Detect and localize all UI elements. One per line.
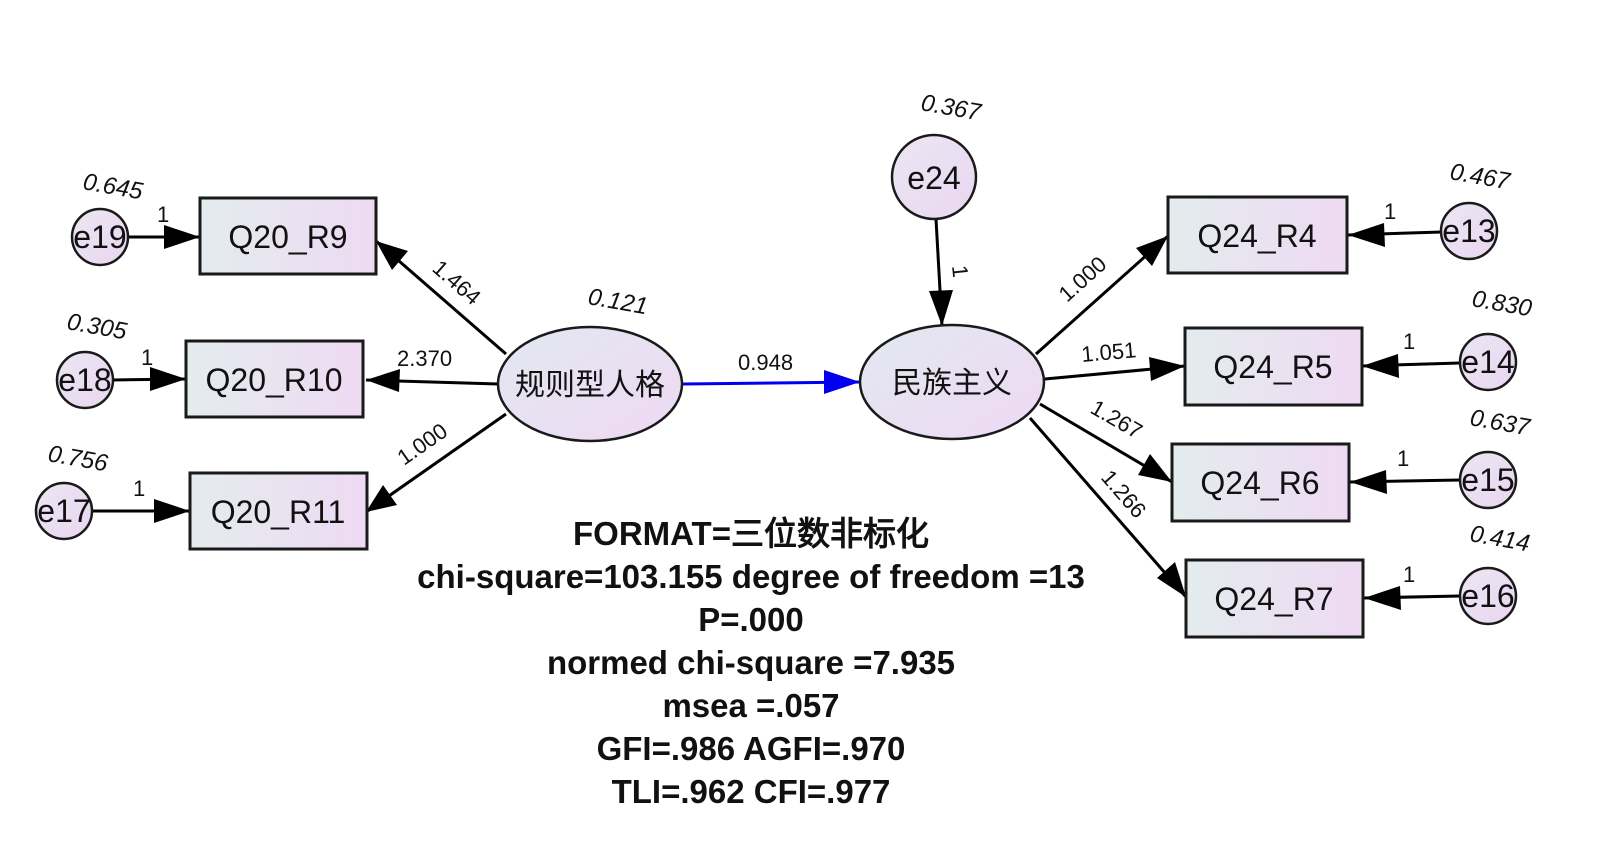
variance-e18: 0.305 [65,308,129,345]
fixed-one-e19: 1 [157,202,169,227]
arrowhead [824,370,860,394]
observed-q20-r11: Q20_R11 [188,471,369,551]
observed-q24-r4: Q24_R4 [1166,195,1349,275]
observed-q24-r5: Q24_R5 [1183,326,1364,407]
arrowhead [366,369,400,392]
loading-q24-r4: 1.000 [1054,251,1112,306]
latent-right: 民族主义 [858,323,1046,441]
error-e14: e14 [1458,332,1518,392]
e16-label: e16 [1461,578,1514,614]
arrowhead [1362,354,1399,378]
disturbance-path [929,218,953,327]
stats-chi-square: chi-square=103.155 degree of freedom =13 [417,558,1085,595]
right-error-paths [1347,223,1461,610]
arrowhead [929,290,953,326]
observed-q24-r6: Q24_R6 [1170,442,1351,523]
variance-e16: 0.414 [1468,520,1532,557]
latent-left-label: 规则型人格 [515,368,665,403]
fixed-one-e16: 1 [1403,562,1415,587]
arrowhead [164,225,200,249]
fit-statistics: FORMAT=三位数非标化 chi-square=103.155 degree … [417,515,1085,810]
q20-r11-label: Q20_R11 [211,494,346,530]
variance-e13: 0.467 [1448,158,1513,195]
variance-e14: 0.830 [1470,285,1534,322]
e19-label: e19 [73,219,126,255]
stats-p-value: P=.000 [698,601,804,638]
arrowhead [1350,470,1387,494]
q20-r10-label: Q20_R10 [206,362,343,398]
e14-label: e14 [1461,344,1514,380]
arrowhead [1348,223,1385,247]
right-measurement-paths [1028,234,1188,598]
loading-q20-r10: 2.370 [397,346,452,371]
left-error-paths [92,225,200,523]
latent-left: 规则型人格 [496,325,684,443]
error-e17: e17 [34,481,94,541]
arrowhead [150,367,186,391]
fixed-one-e24: 1 [947,264,973,279]
arrowhead [1136,236,1168,266]
structural-path [682,370,861,394]
path-right-to-q24-r7 [1028,417,1188,598]
fixed-one-e15: 1 [1397,446,1409,471]
error-e24: e24 [890,133,978,221]
fixed-one-e17: 1 [133,476,145,501]
stats-tli-cfi: TLI=.962 CFI=.977 [612,773,891,810]
fixed-one-e14: 1 [1403,329,1415,354]
e15-label: e15 [1461,462,1514,498]
e13-label: e13 [1442,213,1495,249]
stats-normed-chi-square: normed chi-square =7.935 [547,644,955,681]
error-e18: e18 [55,350,115,410]
arrowhead [376,241,408,270]
observed-q24-r7: Q24_R7 [1184,558,1365,639]
q24-r4-label: Q24_R4 [1197,218,1316,254]
loading-q20-r9: 1.464 [428,255,486,310]
stats-gfi-agfi: GFI=.986 AGFI=.970 [597,730,906,767]
observed-q20-r9: Q20_R9 [198,196,378,276]
observed-q20-r10: Q20_R10 [184,339,365,419]
left-measurement-paths [365,239,507,514]
variance-left-latent: 0.121 [586,283,650,320]
variance-e24: 0.367 [919,89,984,126]
variance-e17: 0.756 [46,440,110,477]
fixed-one-e13: 1 [1384,199,1396,224]
arrowhead [366,485,397,512]
arrowhead [1364,586,1401,610]
error-e16: e16 [1458,566,1518,626]
variance-e15: 0.637 [1468,404,1533,441]
error-e15: e15 [1458,450,1518,510]
error-e13: e13 [1439,201,1499,261]
arrowhead [1138,454,1172,482]
arrowhead [154,499,190,523]
stats-rmsea: msea =.057 [662,687,839,724]
e18-label: e18 [58,362,111,398]
error-e19: e19 [70,207,130,267]
arrowhead [1149,357,1185,381]
e17-label: e17 [37,493,90,529]
structural-coefficient: 0.948 [738,350,793,375]
variance-e19: 0.645 [81,168,145,205]
stats-format: FORMAT=三位数非标化 [573,515,929,552]
latent-right-label: 民族主义 [892,366,1012,401]
q24-r7-label: Q24_R7 [1214,581,1333,617]
fixed-one-e18: 1 [141,345,153,370]
e24-label: e24 [907,160,960,196]
loading-q24-r5: 1.051 [1080,337,1137,367]
q20-r9-label: Q20_R9 [228,219,347,255]
q24-r6-label: Q24_R6 [1200,465,1319,501]
loading-q20-r11: 1.000 [393,418,452,470]
arrowhead [1157,562,1186,597]
q24-r5-label: Q24_R5 [1213,349,1332,385]
